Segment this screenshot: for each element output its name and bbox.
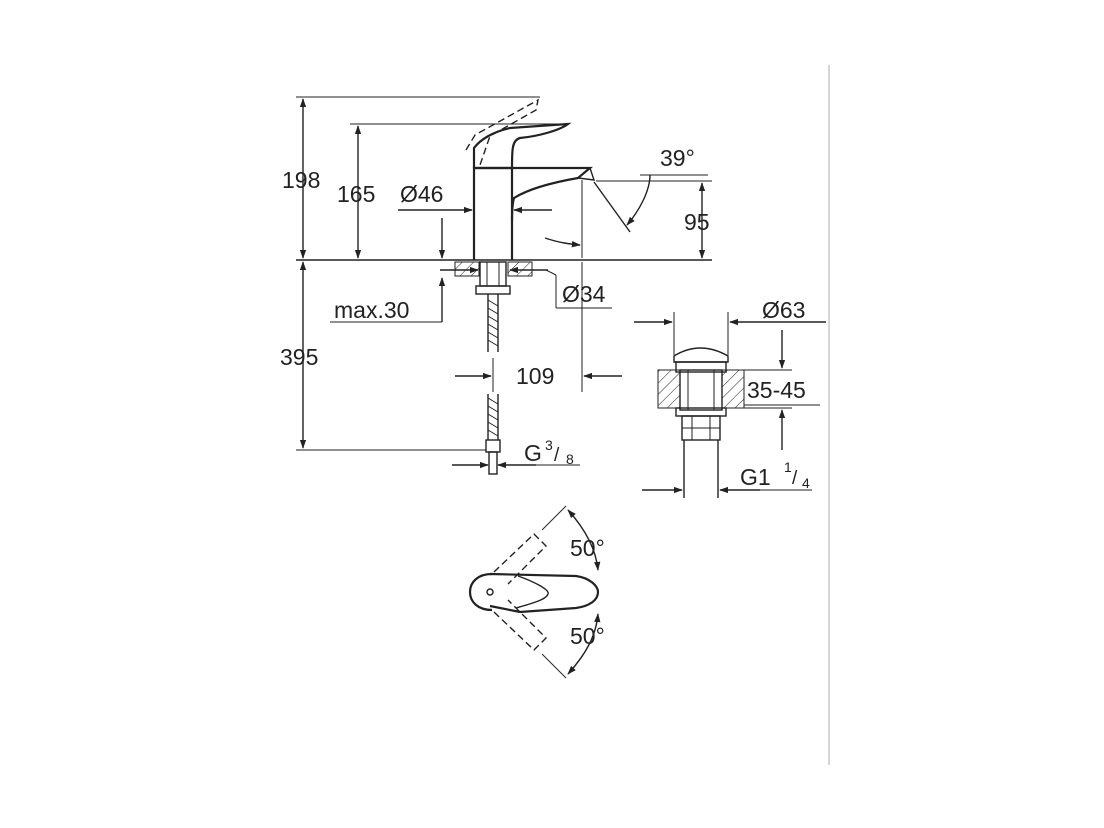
counter-hatch-right [507,261,533,277]
dim-waste-thread-slash: / [792,468,798,489]
dim-lever-height: 165 [337,181,375,207]
dim-hose-thread-slash: / [554,445,560,466]
dim-waste-thread-num: 1 [784,459,792,475]
fixing-washer [475,285,511,295]
waste-body [679,369,723,411]
flex-hose-upper [487,294,499,352]
dim-hose-thread-num: 3 [545,437,553,453]
waste-hatch-left [657,369,681,409]
dim-body-diameter: Ø46 [400,181,443,207]
dim-waste-diameter: Ø63 [762,297,805,323]
dim-spout-height: 95 [684,209,710,235]
waste-cap [673,347,729,363]
faucet-top-view [468,505,601,679]
faucet-spout [474,166,594,221]
spout-outlet [576,166,596,181]
dim-total-height: 198 [282,167,320,193]
dim-waste-thread-den: 4 [802,475,810,491]
dim-max-thickness: max.30 [334,297,409,323]
counter-hatch-left [454,261,480,277]
dim-swivel-top: 50° [570,535,605,561]
lever-solid [472,122,572,169]
dim-hose-length: 395 [280,344,318,370]
dim-swivel-bottom: 50° [570,623,605,649]
top-view-handle [468,572,493,612]
top-view-spout [489,572,600,614]
flex-hose-lower [487,394,499,440]
faucet-side-view [296,98,712,475]
dim-waste-thickness: 35-45 [747,377,806,403]
hose-connector [485,439,501,453]
side-view-dimensions [296,96,712,469]
swivel-dashed-upper [493,533,547,585]
dim-spout-reach: 109 [516,363,554,389]
dim-waste-thread: G1 [740,464,771,490]
mounting-nut [479,261,507,287]
faucet-body [472,166,514,260]
waste-dimensions [634,312,826,494]
waste-hatch-right [721,369,745,409]
dim-hole-diameter: Ø34 [562,281,606,307]
dim-spout-angle: 39° [660,145,695,171]
lever-open-dashed [465,98,539,166]
waste-valve [657,347,745,498]
dim-hose-thread-den: 8 [566,451,574,467]
swivel-dashed-lower [493,599,547,651]
dim-hose-thread: G [524,440,542,466]
